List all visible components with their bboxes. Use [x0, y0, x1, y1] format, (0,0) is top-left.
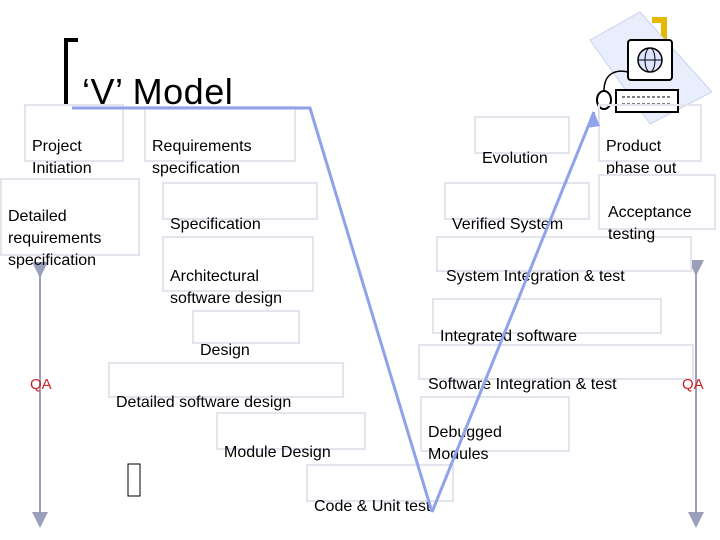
qa-left-label: QA: [30, 376, 52, 393]
detailed-requirements-box: Detailed requirements specification: [0, 178, 140, 269]
debugged-modules-box: Debugged Modules: [420, 396, 570, 463]
integrated-software-box: Integrated software: [432, 298, 662, 345]
detailed-requirements-label: Detailed requirements specification: [8, 208, 102, 269]
detailed-design-label: Detailed software design: [116, 394, 292, 411]
design-box: Design: [192, 310, 300, 359]
integrated-software-label: Integrated software: [440, 328, 577, 345]
design-label: Design: [200, 342, 250, 359]
code-unit-test-box: Code & Unit test: [306, 464, 454, 515]
v-arrow-left-leg: [72, 106, 434, 513]
architectural-design-box: Architectural software design: [162, 236, 314, 307]
detailed-design-box: Detailed software design: [108, 362, 344, 411]
v-arrow-right-leg: [430, 111, 596, 513]
specification-label: Specification: [170, 216, 261, 233]
acceptance-testing-label: Acceptance testing: [608, 204, 692, 243]
product-phase-out-box: Product phase out: [598, 104, 702, 177]
software-integration-label: Software Integration & test: [428, 376, 617, 393]
product-phase-out-label: Product phase out: [606, 138, 677, 177]
acceptance-testing-box: Acceptance testing: [598, 174, 716, 243]
verified-system-box: Verified System: [444, 182, 590, 233]
project-initiation-label: Project Initiation: [32, 138, 92, 177]
computer-terminal-icon: [589, 11, 713, 125]
system-integration-box: System Integration & test: [436, 236, 692, 285]
module-design-label: Module Design: [224, 444, 331, 461]
project-initiation-box: Project Initiation: [24, 104, 124, 177]
v-arrow-head: [586, 112, 600, 128]
placeholder-square-icon: [127, 463, 141, 497]
evolution-box: Evolution: [474, 116, 570, 167]
evolution-label: Evolution: [482, 150, 548, 167]
module-design-box: Module Design: [216, 412, 366, 461]
requirements-spec-label: Requirements specification: [152, 138, 252, 177]
software-integration-box: Software Integration & test: [418, 344, 694, 393]
system-integration-label: System Integration & test: [446, 268, 625, 285]
specification-box: Specification: [162, 182, 318, 233]
code-unit-test-label: Code & Unit test: [314, 498, 431, 515]
architectural-design-label: Architectural software design: [170, 268, 283, 307]
qa-right-label: QA: [682, 376, 704, 393]
